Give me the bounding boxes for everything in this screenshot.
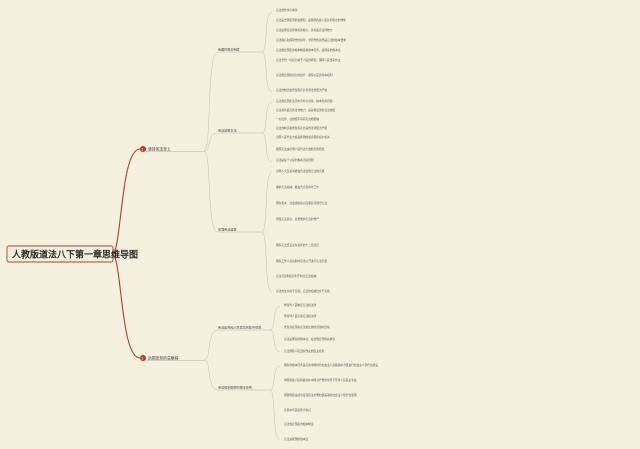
b1-child-2-label: 宪法是根本法 (218, 128, 237, 133)
branch-1-title: 坚持宪法至上 (148, 147, 171, 152)
leaf: 宪法规定国家的根本制度和根本任务，是国家的根本法 (276, 48, 341, 52)
leaf: 国家机关、社会组织和公民都必须遵守宪法 (276, 201, 327, 205)
b1-c2-leaves: 宪法规定国家生活中带有全局性、根本性的问题 宪法具有最高的法律效力，是其他法律的… (261, 99, 335, 163)
branch-2-title: 治国安邦的总章程 (148, 356, 179, 361)
leaf: 宪法确认和保障党的领导，坚持党的领导是宪法的根本要求 (276, 38, 346, 42)
branch-2-topic[interactable]: 2 治国安邦的总章程 (140, 355, 204, 361)
branch-2-number: 2 (141, 356, 143, 360)
leaf: 全国人民代表大会是我国的最高国家权力机关 (276, 135, 330, 139)
leaf: 宪法保障人民当家作主的民主权利 (284, 349, 325, 353)
b1-child-1[interactable]: 我国的根本制度 (218, 47, 262, 53)
root-topic[interactable]: 人教版道法八下第一章思维导图 (6, 245, 138, 263)
leaf: 宪法坚持一切权力属于人民的原则，保障人民当家作主 (276, 58, 341, 62)
leaf: 宪法的作用与地位 (276, 8, 298, 12)
leaf: 全国人大及其常委会负责监督宪法的实施 (276, 169, 325, 173)
b2-c1-leaves: 党领导人民制定宪法和法律 党领导人民实施宪法和法律 党自身必须在宪法和法律的范围… (269, 303, 335, 353)
leaf: 国家工作人员就职时应当公开进行宪法宣誓 (276, 259, 327, 263)
b2-c2-leaves: 国家的根本任务是沿着中国特色社会主义道路集中力量进行社会主义现代化建设 中国各族… (269, 363, 378, 441)
branch-1-topic[interactable]: 1 坚持宪法至上 (140, 146, 204, 152)
leaf: 我国宪法由全国人民代表大会制定和修改 (276, 147, 325, 151)
b2-child-1[interactable]: 宪法是党和人民意志的集中体现 (218, 325, 270, 331)
b2-child-2[interactable]: 宪法规定国家的根本任务 (218, 385, 270, 391)
leaf: 国家宪法日设立在每年的十二月四日 (276, 243, 319, 247)
b1-child-3-label: 加强宪法监督 (218, 227, 237, 232)
leaf: 宪法规定国家的根本制度 (284, 422, 314, 426)
b1-child-1-label: 我国的根本制度 (218, 47, 240, 52)
b1-child-3[interactable]: 加强宪法监督 (218, 227, 262, 233)
b1-c3-leaves: 全国人大及其常委会负责监督宪法的实施 维护宪法权威，推进合宪性审查工作 国家机关… (261, 169, 330, 293)
leaf: 维护宪法权威，推进合宪性审查工作 (276, 185, 319, 189)
trunk-to-branch-2 (111, 253, 141, 359)
leaf: 宪法的生命在于实施，宪法的权威也在于实施 (276, 289, 330, 293)
leaf: 宪法宣誓制度有利于树立宪法权威 (276, 274, 317, 278)
leaf: 中国各族人民将继续在中国共产党的领导下坚持人民民主专政 (284, 378, 357, 382)
leaf: 实现中华民族伟大复兴 (284, 408, 311, 412)
leaf: 宪法规范国家权力的运行，保障公民的基本权利 (276, 73, 333, 77)
trunk-to-branch-1 (111, 148, 141, 255)
leaf: 宪法具有最高的法律效力，是其他法律的立法依据 (276, 108, 335, 112)
leaf: 宪法是国家法律体系的核心，具有最高法律效力 (276, 28, 333, 32)
b1-child-2[interactable]: 宪法是根本法 (218, 128, 262, 134)
branch-1-number: 1 (141, 147, 143, 151)
b2-child-2-label: 宪法规定国家的根本任务 (218, 385, 252, 390)
leaf: 党自身必须在宪法和法律的范围内活动 (284, 325, 330, 329)
leaf: 把我国建设成为富强民主文明和谐美丽的社会主义现代化强国 (284, 393, 357, 397)
leaf: 党领导人民制定宪法和法律 (284, 303, 317, 307)
leaf: 国家的根本任务是沿着中国特色社会主义道路集中力量进行社会主义现代化建设 (284, 363, 378, 367)
leaf: 宪法规定国家生活中带有全局性、根本性的问题 (276, 99, 333, 103)
leaf: 宪法的制定和修改程序比普通法律更为严格 (276, 88, 327, 92)
leaf: 宪法是国家的根本法，是治国安邦的总章程 (284, 337, 335, 341)
root-title: 人教版道法八下第一章思维导图 (11, 249, 138, 261)
leaf: 宪法的制定和修改程序比其他法律更为严格 (276, 126, 327, 130)
leaf: 宪法是我国的根本法 (284, 437, 308, 441)
leaf: 党领导人民实施宪法和法律 (284, 314, 317, 318)
leaf: 宪法是治国安邦的总章程，是我国各族人民共同意志的体现 (276, 18, 346, 22)
b2-child-1-label: 宪法是党和人民意志的集中体现 (218, 325, 261, 330)
leaf: 一切法律、法规都不得同宪法相抵触 (276, 117, 319, 121)
leaf: 宪法是每个公民的根本活动准则 (276, 158, 314, 162)
leaf: 增强宪法意识，自觉维护宪法的尊严 (276, 217, 319, 221)
b1-c1-leaves: 宪法的作用与地位 宪法是治国安邦的总章程，是我国各族人民共同意志的体现 宪法是国… (261, 8, 346, 93)
